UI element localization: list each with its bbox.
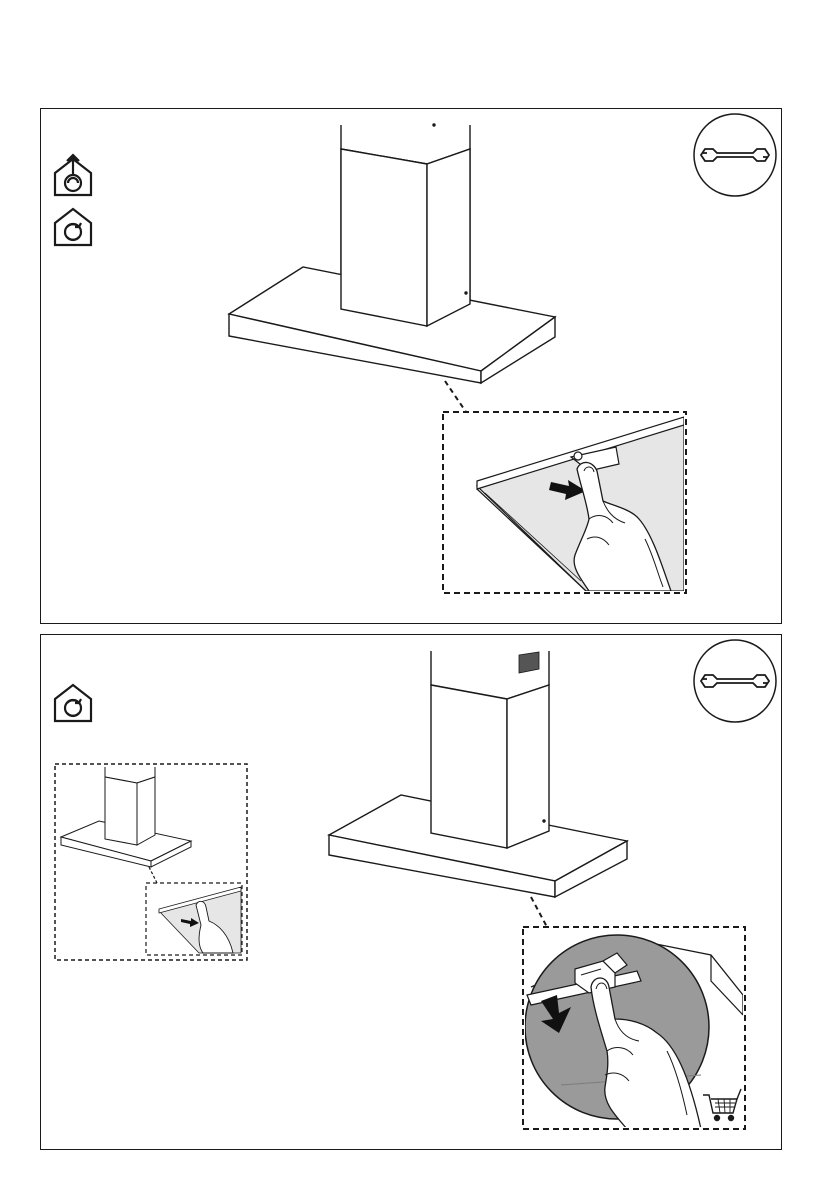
detail-leader-line xyxy=(445,381,466,412)
cooker-hood-illustration xyxy=(229,124,555,383)
cooker-hood-illustration xyxy=(329,651,627,897)
recirculation-mode-icon xyxy=(55,685,91,721)
recirculation-mode-icon xyxy=(55,209,91,245)
wrench-icon xyxy=(694,640,776,722)
step-panel-1 xyxy=(40,108,782,624)
ducted-mode-icon xyxy=(55,155,91,195)
carbon-filter-detail xyxy=(523,927,745,1129)
grease-filter-detail xyxy=(443,412,686,593)
wrench-icon xyxy=(694,114,776,196)
previous-step-thumbnail xyxy=(55,764,247,960)
step-panel-2 xyxy=(40,634,782,1150)
detail-leader-line xyxy=(531,897,547,927)
